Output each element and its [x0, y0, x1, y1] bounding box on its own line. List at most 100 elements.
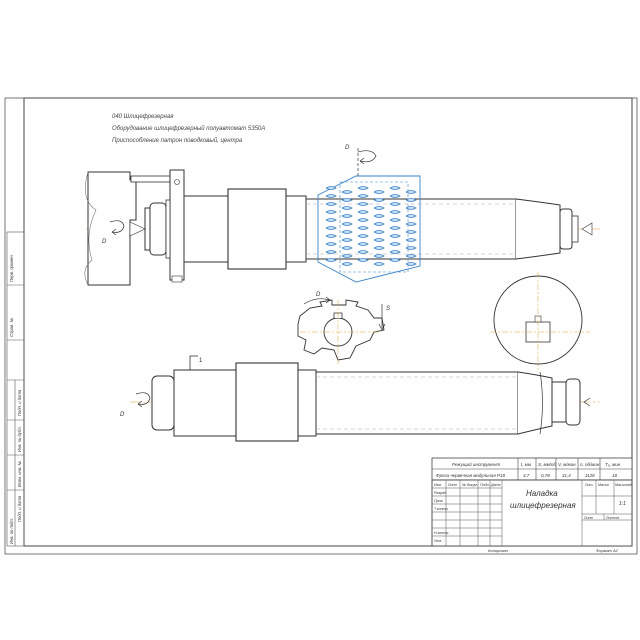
hob-tooth: [389, 186, 401, 190]
hob-tooth: [325, 258, 337, 262]
row-tkontr: Т.контр.: [434, 507, 449, 511]
workpiece-rotation-arrow: [109, 220, 125, 236]
hob-tooth: [405, 206, 417, 210]
hob-teeth: [325, 186, 417, 266]
title-block: Изм. Лист № докум. Подп. Дата Разраб. Пр…: [431, 479, 633, 547]
hob-tooth: [389, 218, 401, 222]
col-list: Лист: [447, 483, 457, 487]
hob-tooth: [357, 226, 369, 230]
hob-tooth: [341, 222, 353, 226]
bottom-view: 1 D: [120, 355, 600, 442]
hob-tooth: [405, 238, 417, 242]
hob-tooth: [341, 230, 353, 234]
side-label-podp2: Подп. и дата: [17, 495, 22, 522]
hob-tooth: [373, 262, 385, 266]
hob-tooth: [341, 246, 353, 250]
hob-tooth: [405, 214, 417, 218]
hob-tooth: [389, 258, 401, 262]
label-dr-bottom: D: [120, 412, 125, 418]
top-view: D D: [84, 145, 600, 286]
hob-tooth: [357, 250, 369, 254]
td-s: 0,78: [541, 473, 550, 478]
hob-tooth: [325, 242, 337, 246]
hob-tooth: [389, 202, 401, 206]
hob-tooth: [341, 198, 353, 202]
col-izm: Изм.: [434, 483, 442, 487]
side-label-inv-podl: Инв. № подл.: [9, 518, 14, 544]
label-ds-middle: D: [316, 292, 321, 298]
hob-tooth: [357, 234, 369, 238]
hob-tooth: [357, 218, 369, 222]
side-label-perv: Перв. примен.: [9, 254, 14, 282]
hob-tooth: [405, 246, 417, 250]
left-centre: [129, 221, 146, 237]
hob-tooth: [405, 230, 417, 234]
hob-tooth: [325, 218, 337, 222]
hob-tooth: [373, 198, 385, 202]
mass-label: Масса: [598, 483, 609, 487]
scale-label: Масштаб: [615, 483, 633, 487]
th-t0: T₀, мин: [605, 462, 621, 467]
th-s: S, мм/об: [538, 462, 556, 467]
row-utv: Утв.: [434, 539, 442, 543]
hob-tooth: [389, 194, 401, 198]
driver-dog-clamp: [169, 169, 185, 281]
hob-tooth: [357, 186, 369, 190]
th-n: n, об/мин: [580, 462, 600, 467]
bottom-rotation-arrow: [135, 392, 151, 408]
side-label-inv-dubl: Инв. № дубл.: [17, 426, 22, 452]
top-journal-left: [183, 195, 229, 263]
hob-tooth: [341, 238, 353, 242]
hob-tooth: [341, 262, 353, 266]
hob-tooth: [389, 210, 401, 214]
bottom-journal-left: [173, 369, 237, 437]
hob-tooth: [389, 234, 401, 238]
right-centre: [581, 222, 593, 236]
hob-tooth: [357, 210, 369, 214]
td-t0: 18: [612, 473, 618, 478]
label-dr-left: D: [102, 239, 107, 245]
section-view: D S: [297, 272, 590, 370]
hob-tooth: [373, 206, 385, 210]
operation-title: 040 Шлицефрезерная: [112, 114, 174, 120]
drawing-name-line2: шлицефрезерная: [510, 501, 576, 510]
row-nkontr: Н.контр.: [434, 531, 449, 535]
col-doc: № докум.: [462, 483, 478, 487]
equipment-line: Оборудование шлицефрезерный полуавтомат …: [112, 125, 265, 132]
th-t: t, мм: [521, 462, 531, 467]
hob-tooth: [341, 190, 353, 194]
hob-tooth: [325, 186, 337, 190]
hob-tooth: [373, 222, 385, 226]
cutting-data-table: Режущий инструмент t, мм S, мм/об V, м/м…: [431, 457, 633, 481]
hob-tooth: [341, 214, 353, 218]
col-podp: Подп.: [480, 483, 490, 487]
section-mark-label: 1: [199, 358, 203, 364]
hob-tooth: [373, 230, 385, 234]
footer-format: Формат А2: [596, 548, 619, 553]
hob-tooth: [373, 246, 385, 250]
td-t: 3,7: [523, 473, 530, 478]
hob-tooth: [325, 210, 337, 214]
row-prov: Пров.: [434, 499, 443, 503]
td-v: 31,4: [562, 473, 571, 478]
hob-tooth: [373, 214, 385, 218]
hob-tooth: [389, 250, 401, 254]
scale-value: 1:1: [619, 501, 626, 507]
hob-tooth: [405, 262, 417, 266]
hob-tooth: [373, 254, 385, 258]
hob-tooth: [357, 242, 369, 246]
drawing-name-line1: Наладка: [526, 489, 558, 498]
hob-tooth: [325, 202, 337, 206]
hob-tooth: [341, 254, 353, 258]
lit-label: Лит.: [584, 483, 593, 487]
th-tool: Режущий инструмент: [452, 461, 500, 467]
hob-cutter: [317, 175, 421, 283]
bottom-spline-section: [315, 371, 519, 435]
side-label-podp1: Подп. и дата: [17, 389, 22, 416]
hob-tooth: [405, 198, 417, 202]
row-razrab: Разраб.: [434, 491, 447, 495]
hob-tooth: [405, 222, 417, 226]
label-s-middle: S: [386, 306, 390, 312]
fixture-line: Приспособление патрон поводковый, центра: [112, 137, 243, 144]
